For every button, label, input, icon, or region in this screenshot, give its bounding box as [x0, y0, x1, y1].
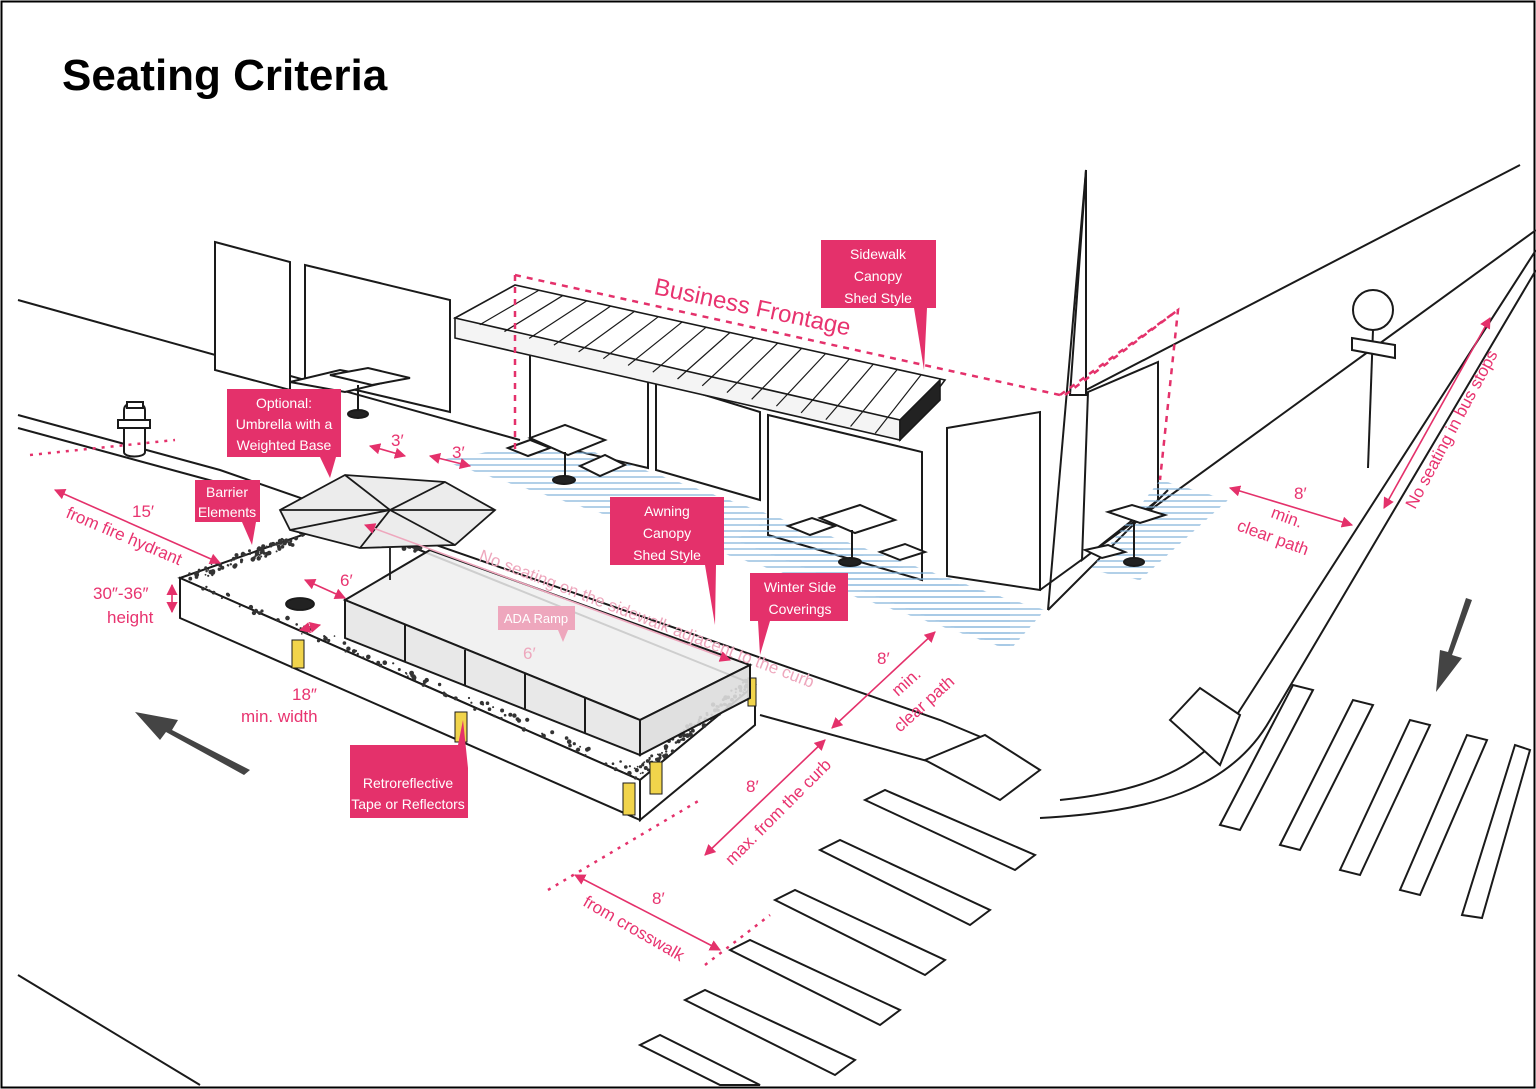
page-title: Seating Criteria — [62, 51, 388, 100]
callout-umbrella: Optional: Umbrella with a Weighted Base — [227, 389, 341, 478]
ada-ramp-label: ADA Ramp — [504, 611, 568, 626]
callout-umbrella-line1: Optional: — [256, 395, 312, 411]
height-range-label: 30″-36″ — [93, 584, 149, 603]
callout-retroreflective-line2: Tape or Reflectors — [351, 796, 465, 812]
callout-sidewalk-canopy-line3: Shed Style — [844, 290, 912, 306]
callout-umbrella-line3: Weighted Base — [237, 437, 332, 453]
dashed-guides — [29, 273, 1180, 966]
dim-3ft-a: 3′ — [391, 431, 404, 450]
callout-winter-line1: Winter Side — [764, 579, 837, 595]
sidewalk-cafe-tables — [505, 423, 1169, 567]
dim-6ft-b: 6′ — [523, 644, 536, 663]
dimension-arrows — [53, 317, 1491, 951]
callout-awning-line1: Awning — [644, 503, 690, 519]
back-cafe-table — [289, 366, 411, 419]
callout-sidewalk-canopy-line2: Canopy — [854, 268, 902, 284]
height-word-label: height — [107, 608, 154, 627]
callout-awning: Awning Canopy Shed Style — [610, 497, 724, 625]
callout-retroreflective: Retroreflective Tape or Reflectors — [350, 720, 468, 818]
striped-awning — [452, 284, 947, 442]
dim-6ft-a: 6′ — [340, 571, 353, 590]
dim-8ft-cross: 8′ — [652, 889, 665, 908]
callout-sidewalk-canopy: Sidewalk Canopy Shed Style — [821, 240, 936, 370]
crosswalk-right — [1218, 683, 1532, 920]
dim-8ft-curb: 8′ — [746, 777, 759, 796]
crosswalk-left — [637, 788, 1037, 1086]
callout-winter-line2: Coverings — [768, 601, 831, 617]
dim-3ft-b: 3′ — [452, 443, 465, 462]
callout-awning-line2: Canopy — [643, 525, 691, 541]
callout-winter: Winter Side Coverings — [750, 573, 848, 655]
callout-barrier-line1: Barrier — [206, 484, 248, 500]
min-width-label: min. width — [241, 707, 318, 726]
callout-retroreflective-line1: Retroreflective — [363, 775, 453, 791]
traffic-arrows — [135, 598, 1472, 775]
dim-18in: 18″ — [292, 685, 317, 704]
corner-building — [946, 164, 1521, 611]
dim-15ft: 15′ — [132, 502, 154, 521]
dim-8ft-mid: 8′ — [877, 649, 890, 668]
curb-ramps — [922, 686, 1242, 802]
callout-sidewalk-canopy-line1: Sidewalk — [850, 246, 907, 262]
callout-umbrella-line2: Umbrella with a — [236, 416, 333, 432]
ada-ramp-callout: ADA Ramp — [498, 606, 575, 642]
callout-barrier-line2: Elements — [198, 504, 256, 520]
callout-barrier: Barrier Elements — [195, 480, 260, 545]
callout-awning-line3: Shed Style — [633, 547, 701, 563]
dim-8ft-right: 8′ — [1294, 484, 1307, 503]
